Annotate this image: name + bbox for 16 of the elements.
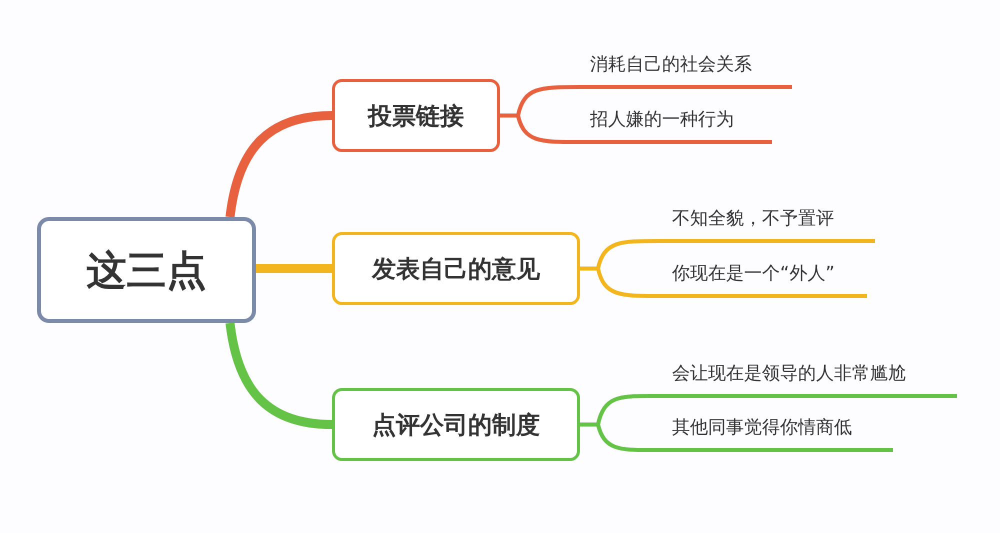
topic-box: 投票链接	[332, 79, 500, 152]
underlined-subtopic: 不知全貌，不予置评	[660, 205, 875, 243]
branch-line	[226, 111, 332, 218]
branch-line	[580, 266, 660, 298]
topic-box: 发表自己的意见	[332, 232, 580, 305]
underlined-subtopic: 其他同事觉得你情商低	[650, 414, 893, 452]
branch-line	[580, 422, 650, 452]
underlined-subtopic: 消耗自己的社会关系	[580, 51, 792, 89]
branch-line	[500, 114, 578, 144]
central-topic-box: 这三点	[37, 217, 256, 323]
underlined-subtopic: 会让现在是领导的人非常尴尬	[650, 360, 957, 398]
branch-line	[226, 322, 332, 429]
topic-box: 点评公司的制度	[332, 388, 580, 461]
branch-line	[256, 264, 332, 273]
underlined-subtopic: 招人嫌的一种行为	[578, 106, 772, 144]
underlined-subtopic: 你现在是一个“外人”	[660, 260, 867, 298]
